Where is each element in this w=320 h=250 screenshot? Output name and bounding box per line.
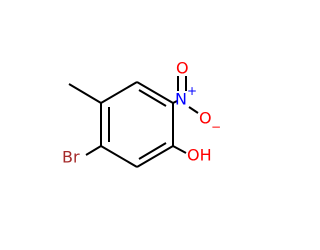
hydroxyl-bond [172,145,187,154]
structure-diagram: N + O O − OH Br [62,59,221,168]
nitrogen-label: N [175,90,187,109]
ring-bond-4 [100,145,138,168]
ring-bond-1 [136,81,174,104]
nitro-bond [172,100,178,104]
bromine-bond [85,145,102,156]
nitro-single-bond [188,106,199,114]
nitrogen-charge: + [187,84,197,98]
molecule-canvas: N + O O − OH Br [62,58,222,168]
ring-bond-3 [136,145,174,168]
ring-bond-1-inner [138,89,167,107]
hydroxyl-label: OH [187,146,212,165]
ring-bond-6 [100,81,138,104]
oxygen-charge: − [211,120,221,134]
oxygen-single-label: O [199,109,212,128]
bromine-label: Br [62,148,80,167]
methyl-bond [68,83,102,104]
ring-bond-3-inner [138,142,167,160]
oxygen-double-label: O [176,59,189,78]
